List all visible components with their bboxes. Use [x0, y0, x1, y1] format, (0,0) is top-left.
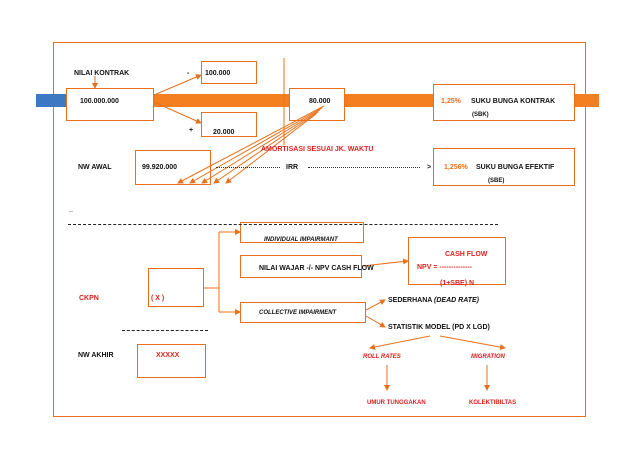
nilai-kontrak-label: NILAI KONTRAK [74, 70, 130, 77]
migration-label: MIGRATION [471, 354, 505, 360]
x-mark: ( X ) [151, 295, 165, 302]
minus-sign: - [187, 70, 190, 77]
roll-rates-label: ROLL RATES [363, 354, 401, 360]
cash-value: 80.000 [309, 98, 331, 105]
npv-label: NPV = -------------- [417, 264, 473, 271]
separator-line [68, 224, 498, 225]
irr-label: IRR [286, 164, 299, 171]
leader-irr-sbe [308, 167, 420, 168]
amortisasi-label: AMORTISASI SESUAI JK. WAKTU [261, 146, 374, 153]
rate-abbr: (SBK) [472, 112, 489, 118]
separator-mark: _ [69, 206, 73, 213]
fee-box [201, 61, 257, 84]
nw-awal-box [135, 150, 211, 185]
cash-flow-label: CASH FLOW [445, 251, 488, 258]
sbe-box [433, 148, 575, 186]
individual-label: INDIVIDUAL IMPAIRMANT [264, 237, 338, 243]
nw-awal-label: NW AWAL [78, 164, 112, 171]
statistik-label: STATISTIK MODEL (PD X LGD) [388, 324, 490, 331]
rate-percent: 1,25% [441, 98, 461, 105]
nilai-wajar-box [240, 255, 362, 278]
eff-percent: 1,256% [444, 164, 468, 171]
plus-box [201, 112, 257, 137]
rate-label: SUKU BUNGA KONTRAK [471, 98, 556, 105]
umur-label: UMUR TUNGGAKAN [367, 400, 426, 406]
collective-label: COLLECTIVE IMPAIRMENT [259, 310, 337, 316]
kontrak-box [66, 88, 154, 121]
ckpn-label: CKPN [79, 295, 99, 302]
sederhana-text: SEDERHANA [388, 297, 433, 304]
kontrak-value: 100.000.000 [80, 98, 119, 105]
xxxxx-value: XXXXX [156, 352, 180, 359]
band-left-segment [36, 94, 66, 107]
plus-value: 20.000 [213, 129, 235, 136]
eff-label: SUKU BUNGA EFEKTIF [476, 164, 555, 171]
sbk-box [433, 84, 575, 121]
nw-akhir-box [137, 344, 206, 378]
ckpn-underline [122, 330, 208, 331]
fee-value: 100.000 [205, 70, 231, 77]
nw-awal-value: 99.920.000 [142, 164, 178, 171]
sederhana-label: SEDERHANA (DEAD RATE) [388, 296, 479, 305]
denominator-label: (1+SBE) N [440, 280, 475, 287]
leader-nw-irr [216, 167, 280, 168]
cash-box [289, 88, 345, 121]
eff-abbr: (SBE) [488, 178, 505, 184]
arrow-sign: > [427, 164, 432, 171]
plus-sign: + [189, 127, 194, 134]
ckpn-box [148, 268, 204, 307]
nilai-wajar-label: NILAI WAJAR -/- NPV CASH FLOW [259, 265, 374, 272]
kolektibilitas-label: KOLEKTIBILTAS [469, 400, 517, 406]
dead-rate-text: (DEAD RATE) [434, 297, 480, 304]
nw-akhir-label: NW AKHIR [78, 352, 114, 359]
